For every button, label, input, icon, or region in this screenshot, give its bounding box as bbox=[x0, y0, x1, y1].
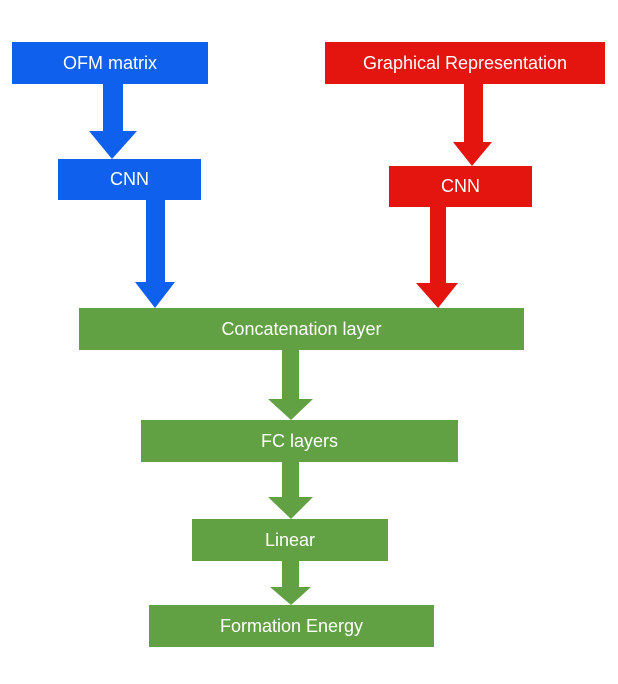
linear-label: Linear bbox=[264, 529, 316, 550]
arrow-cnn-left-to-concat bbox=[135, 200, 175, 308]
ofm-matrix-label: OFM matrix bbox=[63, 52, 157, 73]
graphical-representation-label: Graphical Representation bbox=[362, 52, 568, 73]
fc-layers-node: FC layers bbox=[141, 420, 458, 462]
concatenation-layer-node: Concatenation layer bbox=[79, 308, 524, 350]
arrow-concat-to-fc bbox=[268, 350, 313, 420]
arrow-ofm-to-cnn bbox=[89, 84, 137, 159]
cnn-right-node: CNN bbox=[389, 166, 532, 207]
arrow-fc-to-linear bbox=[268, 462, 313, 519]
graphical-representation-node: Graphical Representation bbox=[325, 42, 605, 84]
linear-node: Linear bbox=[192, 519, 388, 561]
formation-energy-node: Formation Energy bbox=[149, 605, 434, 647]
arrow-linear-to-formation bbox=[270, 561, 311, 605]
cnn-left-label: CNN bbox=[110, 169, 149, 189]
formation-energy-label: Formation Energy bbox=[219, 615, 364, 636]
concatenation-layer-label: Concatenation layer bbox=[221, 318, 382, 339]
arrow-graph-to-cnn bbox=[453, 84, 492, 166]
arrow-cnn-right-to-concat bbox=[416, 207, 458, 308]
fc-layers-label: FC layers bbox=[260, 430, 338, 451]
cnn-right-label: CNN bbox=[441, 176, 480, 196]
ofm-matrix-node: OFM matrix bbox=[12, 42, 208, 84]
cnn-left-node: CNN bbox=[58, 159, 201, 200]
